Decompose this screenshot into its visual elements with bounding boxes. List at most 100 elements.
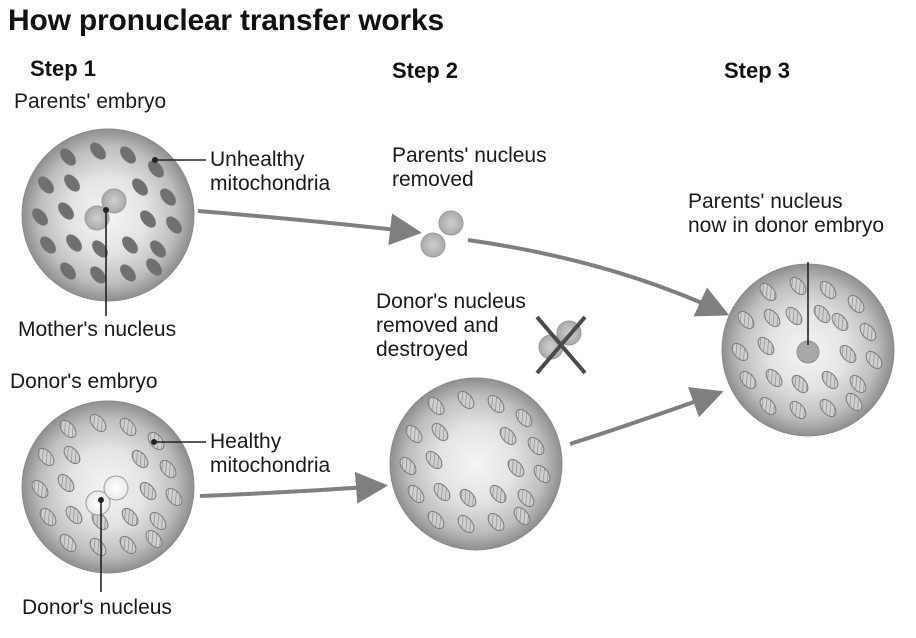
arrow-removed-to-donor-embryo (467, 238, 730, 317)
unhealthy-mitochondrion (122, 236, 138, 254)
enucleated-donor-embryo (389, 377, 563, 551)
donor-pronucleus-2 (103, 475, 129, 501)
healthy-mitochondrion (845, 392, 863, 412)
unhealthy-mitochondrion (60, 148, 76, 166)
leader-lines (98, 157, 809, 592)
healthy-mitochondrion (739, 370, 757, 390)
healthy-mitochondrion (405, 424, 423, 444)
healthy-mitochondrion (737, 310, 755, 330)
unhealthy-mitochondrion (120, 264, 136, 282)
healthy-mitochondrion (513, 506, 531, 526)
healthy-mitochondrion (499, 426, 517, 446)
label-healthy-mitochondria: Healthy mitochondria (210, 430, 331, 478)
healthy-mitochondrion (489, 484, 507, 504)
healthy-mitochondrion (165, 487, 183, 507)
unhealthy-mitochondrion (132, 178, 148, 196)
step-2-heading: Step 2 (392, 58, 459, 83)
healthy-mitochondrion (131, 449, 149, 469)
label-donors-embryo: Donor's embryo (10, 370, 158, 393)
removed-parents-nucleus (420, 210, 464, 258)
unhealthy-mitochondrion (60, 262, 76, 280)
unhealthy-mitochondrion (150, 240, 166, 258)
unhealthy-mitochondrion (38, 176, 54, 194)
healthy-mitochondrion (119, 535, 137, 555)
healthy-mitochondrion (487, 512, 505, 532)
healthy-mitochondrion (431, 422, 449, 442)
healthy-mitochondrion (507, 458, 525, 478)
page-title: How pronuclear transfer works (8, 4, 444, 37)
arrow-donor-embryo-to-step2 (199, 471, 388, 504)
healthy-mitochondrion (759, 282, 777, 302)
healthy-mitochondrion (457, 514, 475, 534)
parents-pronucleus-1 (84, 205, 110, 231)
healthy-mitochondrion (399, 456, 417, 476)
healthy-mitochondrion (819, 280, 837, 300)
healthy-mitochondrion (119, 417, 137, 437)
label-mothers-nucleus: Mother's nucleus (18, 318, 177, 341)
healthy-mitochondrion (515, 408, 533, 428)
parents-embryo (21, 128, 195, 302)
destroyed-donor-nucleus (535, 315, 587, 375)
healthy-mitochondrion (849, 374, 867, 394)
healthy-mitochondrion (145, 529, 163, 549)
step-3-heading: Step 3 (724, 58, 791, 83)
healthy-mitochondrion (763, 308, 781, 328)
unhealthy-mitochondrion (146, 258, 162, 276)
arrow-step2-to-step3 (569, 387, 724, 446)
unhealthy-mitochondrion (58, 202, 74, 220)
donor-pronucleus-1 (85, 490, 111, 516)
healthy-mitochondrion (149, 511, 167, 531)
arrow-parents-embryo-to-removed (197, 209, 422, 246)
healthy-mitochondrion (89, 537, 107, 557)
label-parents-nucleus-now: Parents' nucleus now in donor embryo (688, 190, 885, 238)
healthy-mitochondrion (859, 322, 877, 342)
healthy-mitochondrion (121, 507, 139, 527)
healthy-mitochondrion (731, 342, 749, 362)
healthy-mitochondrion (789, 400, 807, 420)
unhealthy-mitochondrion (90, 266, 106, 284)
healthy-mitochondrion (459, 488, 477, 508)
healthy-mitochondrion (533, 464, 551, 484)
label-parents-embryo: Parents' embryo (14, 90, 167, 113)
healthy-mitochondrion (139, 481, 157, 501)
arrows (197, 209, 730, 504)
healthy-mitochondrion (407, 484, 425, 504)
unhealthy-mitochondrion (148, 160, 164, 178)
step-1-heading: Step 1 (30, 56, 97, 81)
healthy-mitochondrion (487, 394, 505, 414)
healthy-mitochondrion (517, 488, 535, 508)
healthy-mitochondrion (759, 396, 777, 416)
healthy-mitochondrion (785, 306, 803, 326)
unhealthy-mitochondrion (120, 146, 136, 164)
healthy-mitochondrion (791, 374, 809, 394)
healthy-mitochondrion (89, 413, 107, 433)
unhealthy-mitochondrion (40, 236, 56, 254)
healthy-mitochondrion (527, 436, 545, 456)
parents-pronucleus-2 (101, 188, 127, 214)
unhealthy-mitochondrion (166, 216, 182, 234)
unhealthy-mitochondrion (160, 188, 176, 206)
label-donors-nucleus: Donor's nucleus (22, 596, 172, 619)
healthy-mitochondrion (57, 473, 75, 493)
healthy-mitochondrion (865, 350, 883, 370)
healthy-mitochondrion (433, 482, 451, 502)
healthy-mitochondrion (765, 368, 783, 388)
healthy-mitochondrion (39, 507, 57, 527)
unhealthy-mitochondrion (92, 240, 108, 258)
label-donors-nucleus-removed: Donor's nucleus removed and destroyed (376, 290, 526, 362)
healthy-mitochondrion (819, 398, 837, 418)
healthy-mitochondria-group-step2 (399, 390, 551, 534)
healthy-mitochondrion (757, 336, 775, 356)
healthy-mitochondrion (59, 419, 77, 439)
healthy-mitochondrion (159, 459, 177, 479)
healthy-mitochondrion (425, 450, 443, 470)
healthy-mitochondrion (457, 390, 475, 410)
unhealthy-mitochondrion (140, 210, 156, 228)
healthy-mitochondrion (813, 304, 831, 324)
healthy-mitochondrion (63, 445, 81, 465)
healthy-mitochondrion (59, 533, 77, 553)
healthy-mitochondrion (31, 479, 49, 499)
cross-icon (535, 315, 587, 375)
